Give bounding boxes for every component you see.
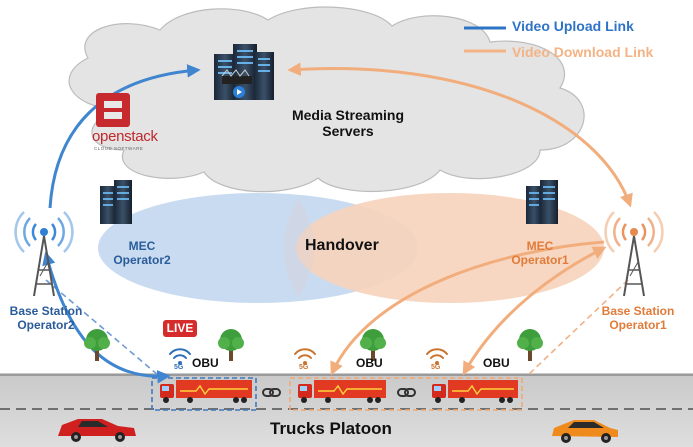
live-badge: LIVE <box>163 320 197 337</box>
openstack-wordmark: openstack <box>92 128 158 145</box>
base-station-operator1-label: Base Station Operator1 <box>601 304 675 332</box>
openstack-logo <box>96 93 130 127</box>
red-car-icon <box>58 419 136 442</box>
upload-link-cloud <box>48 64 201 209</box>
legend-upload-label: Video Upload Link <box>512 18 634 34</box>
signal-5g-label: 5G <box>431 364 441 371</box>
media-streaming-servers-title: Media Streaming Servers <box>291 107 405 140</box>
obu-label: OBU <box>356 356 383 370</box>
base-station-operator1-icon <box>604 211 664 297</box>
signal-5g-icon <box>294 348 316 365</box>
trucks-platoon-label: Trucks Platoon <box>270 419 392 438</box>
base-station-operator2-icon <box>14 211 74 297</box>
platoon-vehicle-box-operator2 <box>151 377 257 411</box>
download-link-cloud <box>287 62 633 208</box>
chain-link-icon <box>262 388 281 397</box>
openstack-tagline: CLOUD SOFTWARE <box>94 146 144 151</box>
media-server-icon <box>214 44 274 100</box>
download-link-obu2 <box>462 246 607 376</box>
truck-icon <box>298 380 386 403</box>
signal-5g-icon <box>169 348 191 365</box>
truck-icon <box>432 380 518 403</box>
tree-icon <box>218 329 244 361</box>
mec-server-operator2-icon <box>100 180 132 224</box>
tree-icon <box>360 329 386 361</box>
mec-server-operator1-icon <box>526 180 558 224</box>
mec-operator1-label: MEC Operator1 <box>511 239 569 267</box>
legend-swatches <box>464 26 506 53</box>
base-station-operator2-label: Base Station Operator2 <box>9 304 83 332</box>
signal-5g-icon <box>426 348 448 365</box>
mec-operator2-label: MEC Operator2 <box>113 239 171 267</box>
obu-label: OBU <box>192 356 219 370</box>
handover-label: Handover <box>305 237 379 254</box>
chain-link-icon <box>397 388 416 397</box>
signal-5g-label: 5G <box>174 364 184 371</box>
platoon-vehicle-box-operator1 <box>289 377 523 411</box>
tree-icon <box>517 329 543 361</box>
orange-car-icon <box>552 420 618 443</box>
tree-icon <box>84 329 110 361</box>
signal-5g-label: 5G <box>299 364 309 371</box>
obu-label: OBU <box>483 356 510 370</box>
legend-download-label: Video Download Link <box>512 44 654 60</box>
truck-icon <box>160 380 252 403</box>
